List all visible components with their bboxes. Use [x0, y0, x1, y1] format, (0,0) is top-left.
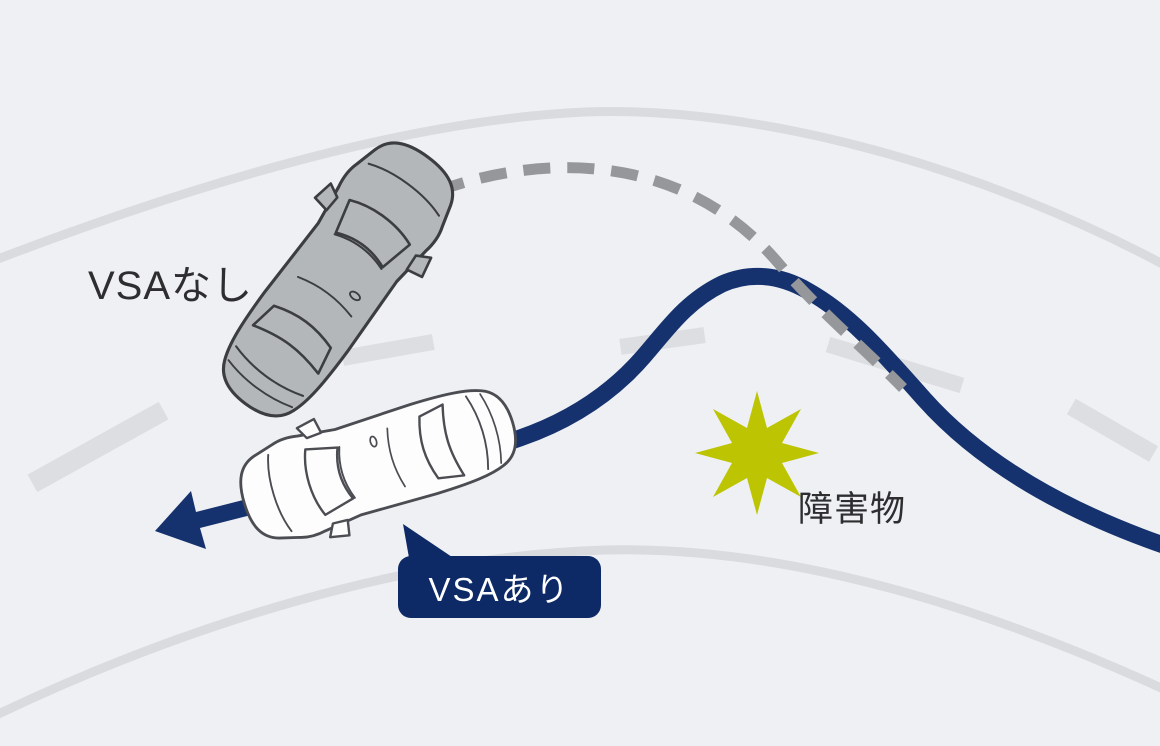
lane-dash — [1066, 398, 1159, 462]
vsa-badge-box — [398, 556, 601, 618]
label-without-vsa: VSAなし — [88, 264, 254, 308]
road-edge-top — [0, 106, 1160, 268]
vsa-badge — [398, 524, 601, 618]
obstacle-burst-icon — [695, 391, 819, 515]
no-vsa-trajectory — [436, 162, 907, 392]
lane-dash — [27, 401, 169, 493]
label-obstacle: 障害物 — [798, 490, 907, 529]
lane-dash — [341, 334, 435, 366]
label-with-vsa: VSAあり — [428, 571, 571, 608]
road-edge-bottom — [0, 545, 1160, 719]
